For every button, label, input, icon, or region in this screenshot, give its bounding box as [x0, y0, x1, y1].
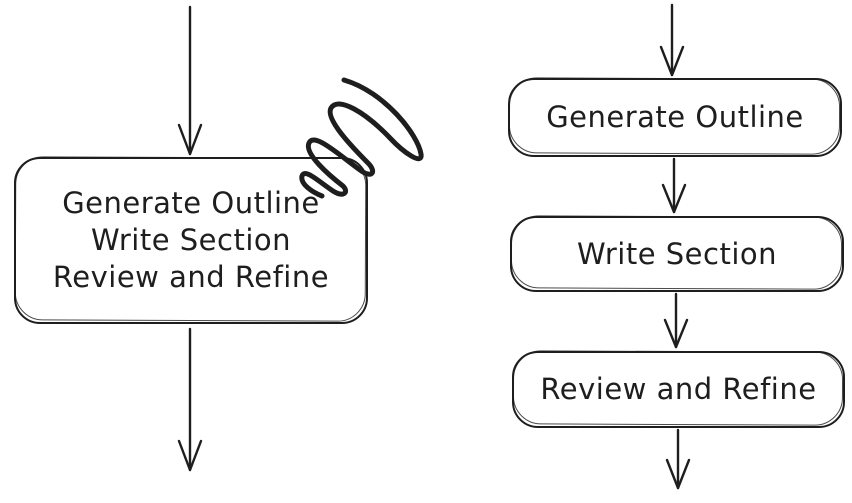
arrow-down-icon: [177, 5, 203, 156]
flow-node: Generate Outline: [508, 78, 842, 157]
flow-node: Write Section: [510, 216, 844, 292]
node-label: Generate Outline: [546, 100, 804, 134]
node-label-line: Review and Refine: [52, 260, 330, 294]
flow-node-combined: Generate Outline Write Section Review an…: [14, 157, 368, 324]
node-label: Write Section: [576, 236, 778, 271]
arrow-down-icon: [177, 327, 203, 472]
node-label-line: Write Section: [90, 223, 292, 257]
arrow-down-icon: [661, 157, 687, 214]
arrow-down-icon: [663, 292, 689, 349]
arrow-down-icon: [665, 428, 691, 490]
arrow-down-icon: [659, 3, 685, 77]
node-label-line: Generate Outline: [62, 186, 320, 220]
flow-node: Review and Refine: [512, 351, 845, 428]
scribble-icon: [299, 77, 424, 199]
node-label: Review and Refine: [540, 372, 817, 406]
